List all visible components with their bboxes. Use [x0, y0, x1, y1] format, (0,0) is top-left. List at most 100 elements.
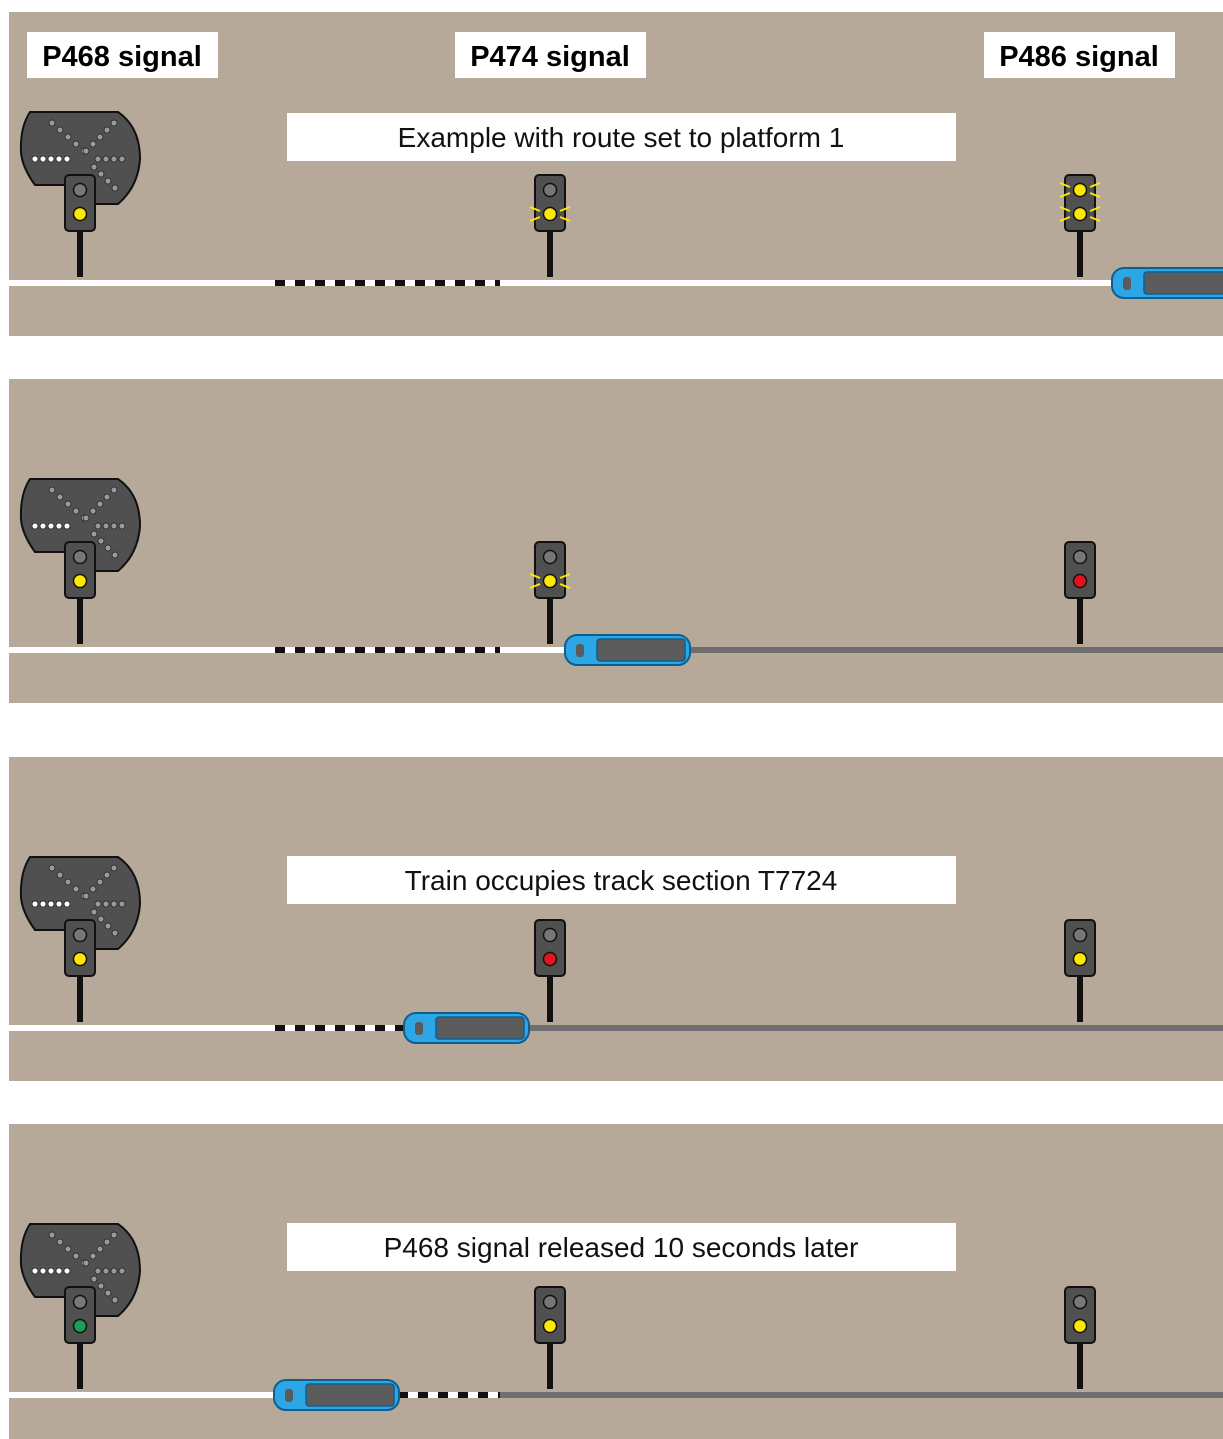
signal-aspect-top [542, 549, 558, 565]
indicator-lamp [96, 878, 104, 886]
header-p468: P468 signal [27, 32, 218, 78]
indicator-lamp [64, 878, 72, 886]
indicator-lamp [110, 522, 118, 530]
indicator-lamp [102, 900, 110, 908]
signal-aspect-top [542, 182, 558, 198]
route-indicator [19, 856, 142, 950]
signal-aspect-top [1072, 549, 1088, 565]
signal-p468 [64, 174, 96, 277]
caption-text: Example with route set to platform 1 [398, 122, 845, 153]
train-cab [1123, 277, 1131, 290]
indicator-lamp [96, 133, 104, 141]
indicator-lamp [90, 908, 98, 916]
signal-aspect-bottom [72, 951, 88, 967]
flash-ray [529, 583, 541, 589]
indicator-lamp [90, 530, 98, 538]
indicator-lamp [102, 155, 110, 163]
header-p486: P486 signal [984, 32, 1175, 78]
signal-head [64, 541, 96, 599]
flash-ray [529, 573, 541, 579]
signal-aspect-bottom [1072, 951, 1088, 967]
indicator-lamp [82, 514, 90, 522]
indicator-lamp [63, 155, 71, 163]
train-window [1143, 271, 1223, 295]
indicator-lamp [56, 493, 64, 501]
train [403, 1012, 530, 1044]
signal-p468 [64, 919, 96, 1022]
indicator-lamp [111, 551, 119, 559]
caption-box [287, 113, 956, 161]
panel-2 [9, 379, 1223, 703]
indicator-lamp [55, 1267, 63, 1275]
header-p486-label: P486 signal [999, 41, 1159, 73]
train-window [435, 1016, 525, 1040]
indicator-lamp [110, 155, 118, 163]
indicator-lamp [94, 522, 102, 530]
indicator-lamp [64, 133, 72, 141]
signal-head [534, 174, 566, 232]
indicator-lamp [47, 155, 55, 163]
signal-head [64, 919, 96, 977]
signal-head [534, 919, 566, 977]
indicator-lamp [72, 140, 80, 148]
indicator-lamp [102, 522, 110, 530]
indicator-lamp [64, 1245, 72, 1253]
signal-post [1077, 227, 1083, 277]
indicator-lamp [39, 155, 47, 163]
train-cab [285, 1389, 293, 1402]
signal-head [1064, 919, 1096, 977]
train-cab [576, 644, 584, 657]
indicator-lamp [89, 885, 97, 893]
indicator-lamp [104, 177, 112, 185]
indicator-lamp [110, 1267, 118, 1275]
signal-head [1064, 1286, 1096, 1344]
signal-aspect-top [72, 549, 88, 565]
indicator-lamp [82, 147, 90, 155]
flash-ray [559, 206, 571, 212]
flash-ray [1059, 206, 1071, 212]
indicator-lamp [72, 507, 80, 515]
route-indicator [19, 111, 142, 205]
header-p474-label: P474 signal [470, 41, 630, 73]
indicator-lamp [39, 1267, 47, 1275]
route-indicator [19, 478, 142, 572]
caption-text: P468 signal released 10 seconds later [384, 1232, 859, 1263]
flash-ray [1089, 216, 1101, 222]
flash-ray [1059, 192, 1071, 198]
flash-ray [529, 206, 541, 212]
signal-aspect-bottom [72, 206, 88, 222]
flash-ray [559, 573, 571, 579]
indicator-lamp [31, 155, 39, 163]
indicator-lamp [89, 1252, 97, 1260]
train [273, 1379, 400, 1411]
indicator-lamp [48, 486, 56, 494]
indicator-lamp [56, 1238, 64, 1246]
indicator-lamp [103, 126, 111, 134]
train-window [305, 1383, 395, 1407]
indicator-lamp [110, 900, 118, 908]
signal-post [547, 227, 553, 277]
indicator-lamp [31, 900, 39, 908]
train-cab [415, 1022, 423, 1035]
indicator-lamp [118, 1267, 126, 1275]
indicator-lamp [39, 900, 47, 908]
signal-aspect-top [1072, 927, 1088, 943]
indicator-lamp [48, 119, 56, 127]
flash-ray [1089, 182, 1101, 188]
indicator-lamp [118, 155, 126, 163]
signal-p486 [1059, 174, 1101, 277]
indicator-lamp [104, 544, 112, 552]
header-p468-label: P468 signal [42, 41, 202, 73]
indicator-lamp [103, 871, 111, 879]
indicator-lamp [118, 900, 126, 908]
indicator-lamp [72, 885, 80, 893]
indicator-lamp [97, 170, 105, 178]
signal-post [547, 1339, 553, 1389]
signal-post [547, 972, 553, 1022]
indicator-lamp [90, 163, 98, 171]
signal-aspect-bottom [542, 206, 558, 222]
signal-aspect-bottom [542, 951, 558, 967]
indicator-lamp [110, 1231, 118, 1239]
signal-aspect-bottom [1072, 206, 1088, 222]
